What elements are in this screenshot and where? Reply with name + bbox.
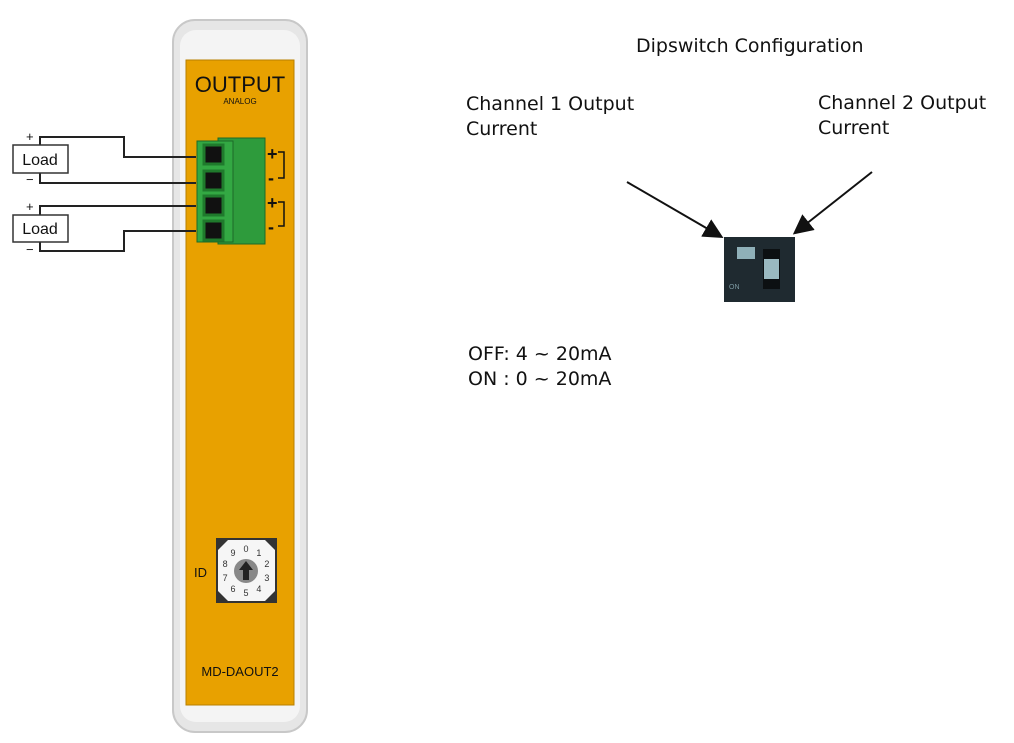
channel1-label: Channel 1 Output (466, 93, 634, 115)
load-minus: − (26, 242, 34, 257)
model-label: MD-DAOUT2 (201, 664, 278, 679)
arrow-icon (626, 181, 724, 239)
mode-off: OFF: 4 ~ 20mA (468, 343, 612, 365)
channel2-label: Current (818, 117, 889, 139)
mode-on: ON : 0 ~ 20mA (468, 368, 611, 390)
rotary-digit: 7 (223, 573, 228, 583)
channel2-label: Channel 2 Output (818, 92, 986, 114)
terminal-label: - (268, 168, 274, 188)
rotary-digit: 2 (264, 559, 269, 569)
terminal-block (196, 137, 266, 245)
module-title: OUTPUT (195, 72, 285, 97)
module-subtitle: ANALOG (223, 97, 256, 106)
channel1-label: Current (466, 118, 537, 140)
id-label: ID (194, 565, 207, 580)
dipswitch-heading: Dipswitch Configuration (636, 35, 864, 57)
arrow-up-icon (239, 561, 253, 580)
terminal-label: - (268, 217, 274, 237)
rotary-digit: 9 (231, 548, 236, 558)
rotary-digit: 3 (264, 573, 269, 583)
load-box (12, 144, 69, 174)
load-plus: + (26, 199, 34, 214)
load-box (12, 214, 69, 243)
rotary-digit: 8 (223, 559, 228, 569)
rotary-digit: 4 (256, 584, 261, 594)
wiring (39, 136, 196, 252)
arrow-icon (792, 171, 873, 235)
dip-on-label: ON (729, 284, 740, 291)
load-minus: − (26, 172, 34, 187)
rotary-digit: 1 (256, 548, 261, 558)
load-plus: + (26, 129, 34, 144)
dip-switch[interactable]: ON (724, 237, 795, 302)
terminal-label: + (267, 193, 278, 213)
rotary-digit: 0 (243, 544, 248, 554)
rotary-digit: 6 (231, 584, 236, 594)
rotary-digit: 5 (243, 588, 248, 598)
load-label: Load (22, 152, 58, 169)
terminal-label: + (267, 144, 278, 164)
load-label: Load (22, 221, 58, 238)
